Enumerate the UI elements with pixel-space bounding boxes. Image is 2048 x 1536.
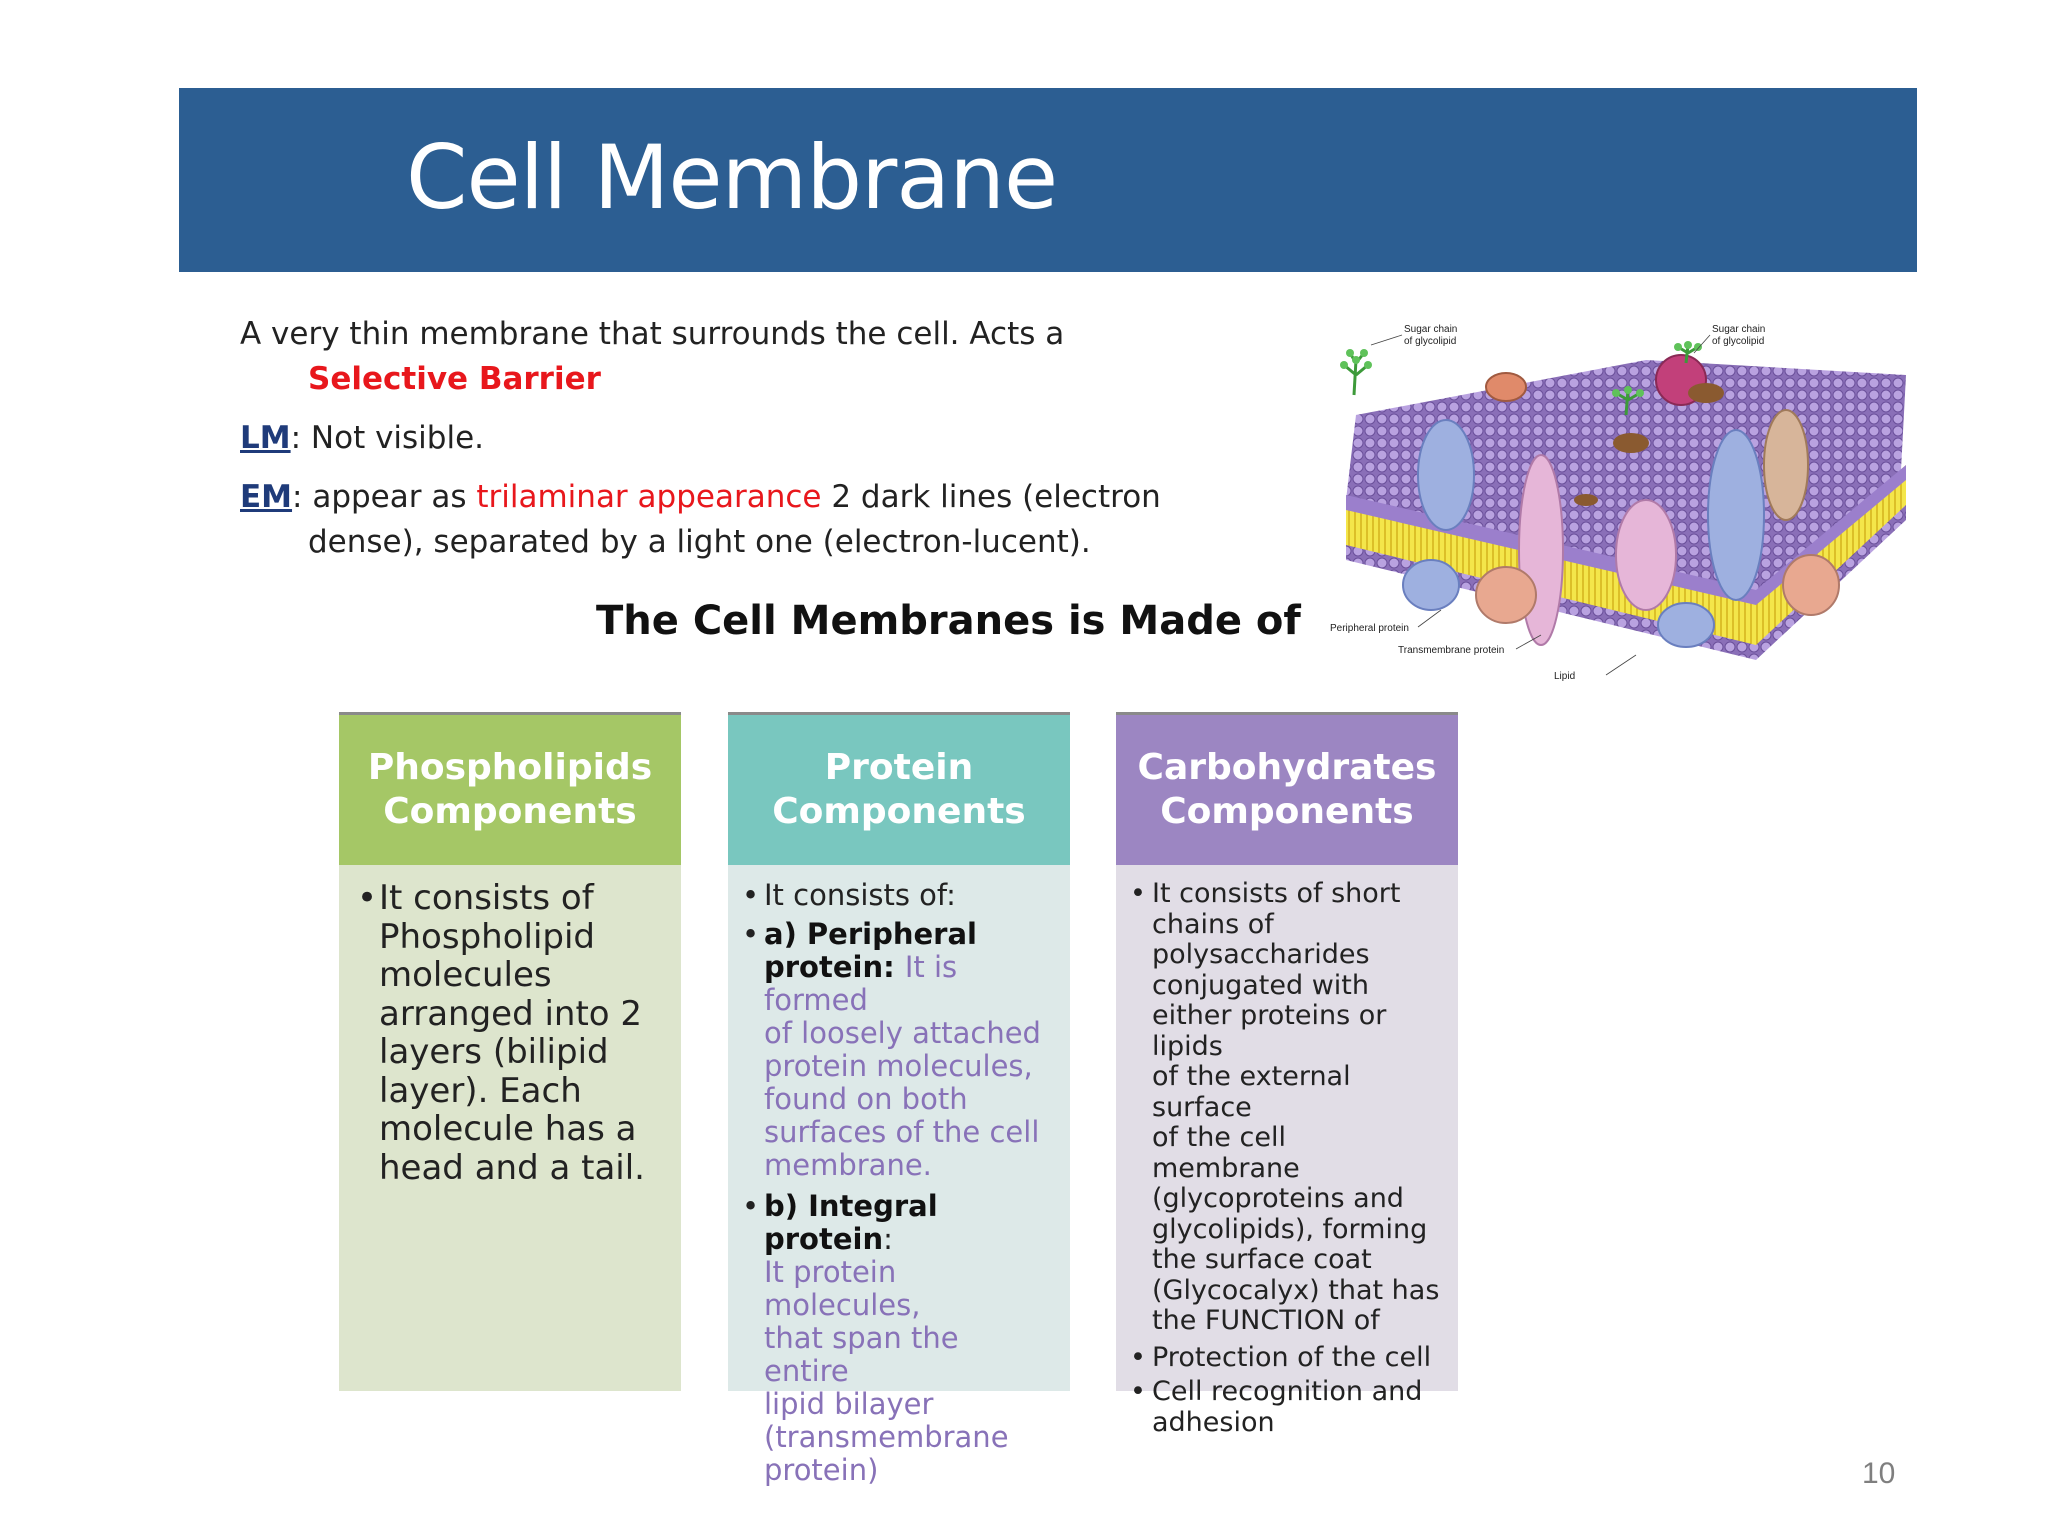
protein-bullet-peripheral: • a) Peripheral protein: It is formed of… [742,917,1041,1182]
trilaminar-text: trilaminar appearance [476,479,822,515]
carbohydrates-header: Carbohydrates Components [1116,712,1458,865]
phospholipids-bullet: • It consists of Phospholipid molecules … [357,878,645,1188]
selective-barrier-text: Selective Barrier [308,361,601,397]
protein-body: • It consists of: • a) Peripheral protei… [728,865,1070,1487]
slide-title: Cell Membrane [406,126,1058,229]
intro-text: A very thin membrane that surrounds the … [240,312,1260,565]
carbohydrates-bullet-recognition: • Cell recognition and adhesion [1130,1376,1423,1438]
label-sugar-chain-left-2: of glycolipid [1404,336,1456,347]
protein-bullet-intro: • It consists of: [742,878,956,912]
membrane-diagram: Sugar chain of glycolipid Sugar chain of… [1316,305,1916,695]
phospholipids-body: • It consists of Phospholipid molecules … [339,865,681,1391]
em-label: EM [240,479,293,515]
em-line: EM: appear as trilaminar appearance 2 da… [240,479,1161,515]
lm-line: LM: Not visible. [240,416,1260,461]
intro-line-1: A very thin membrane that surrounds the … [240,316,1065,352]
label-peripheral-protein: Peripheral protein [1330,623,1409,634]
label-transmembrane-protein: Transmembrane protein [1398,645,1504,656]
title-bar: Cell Membrane [179,88,1917,272]
label-lipid: Lipid [1554,671,1575,682]
carbohydrates-column: Carbohydrates Components • It consists o… [1116,712,1458,1437]
protein-column: Protein Components • It consists of: • a… [728,712,1070,1487]
protein-bullet-integral: • b) Integral protein: It protein molecu… [742,1189,1009,1487]
label-sugar-chain-left: Sugar chain [1404,324,1457,335]
protein-header: Protein Components [728,712,1070,865]
membrane-illustration: Sugar chain of glycolipid Sugar chain of… [1330,324,1906,682]
carbohydrates-body: • It consists of short chains of polysac… [1116,865,1458,1437]
label-sugar-chain-right: Sugar chain [1712,324,1765,335]
lm-label: LM [240,420,291,456]
lm-text: : Not visible. [290,420,485,456]
page-number: 10 [1862,1457,1896,1490]
phospholipids-column: Phospholipids Components • It consists o… [339,712,681,1391]
made-of-heading: The Cell Membranes is Made of [596,598,1301,644]
label-sugar-chain-right-2: of glycolipid [1712,336,1764,347]
carbohydrates-bullet-protection: • Protection of the cell [1130,1341,1432,1373]
phospholipids-header: Phospholipids Components [339,712,681,865]
carbohydrates-bullet-main: • It consists of short chains of polysac… [1130,878,1440,1336]
em-line-2: dense), separated by a light one (electr… [308,524,1091,560]
